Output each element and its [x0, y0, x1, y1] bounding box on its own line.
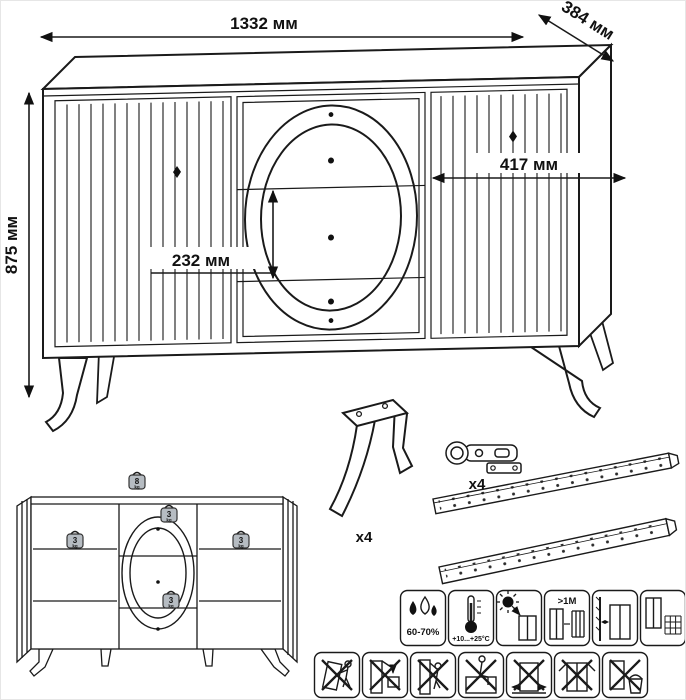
temperature-label: +10...+25°C — [452, 635, 489, 643]
side-panel — [578, 42, 612, 349]
no-wet-cleaning-icon — [601, 651, 649, 699]
leg-part-drawing: x4 — [328, 398, 414, 546]
open-view-leg — [259, 648, 290, 677]
height-dimension-label: 875 мм — [2, 216, 21, 274]
load-value: 3 — [167, 510, 172, 519]
max-load-left-shelf-icon: 3 kg — [66, 530, 84, 549]
max-load-center-upper-icon: 3 kg — [160, 504, 178, 523]
humidity-icon: 60-70% — [399, 589, 447, 647]
max-load-top-icon: 8 kg — [128, 471, 146, 490]
load-value: 3 — [73, 536, 78, 545]
hinge-plate — [486, 462, 522, 474]
humidity-label: 60-70% — [407, 627, 440, 638]
leg-quantity-label: x4 — [356, 529, 373, 546]
care-icons-row2 — [313, 651, 649, 699]
depth-dimension-arrow — [537, 14, 615, 62]
no-tilt-push-icon — [313, 651, 361, 699]
open-view-leg — [100, 648, 112, 667]
open-right-door — [282, 495, 298, 664]
width-dimension-label: 1332 мм — [230, 14, 298, 33]
open-view-leg — [29, 648, 55, 677]
front-right-leg — [527, 344, 602, 419]
heat-source-distance-icon: >1M — [543, 589, 591, 647]
dimension-annotations: 1332 мм 384 мм 875 мм 417 мм 232 мм — [2, 1, 627, 399]
load-value: 3 — [169, 596, 174, 605]
front-face-details — [43, 83, 579, 348]
open-view-leg — [202, 648, 214, 667]
drawer-slide-lower — [438, 517, 678, 585]
left-door-slats — [66, 100, 224, 343]
front-panel — [42, 75, 580, 360]
niche-width-dimension-label: 417 мм — [500, 155, 558, 174]
radiator — [571, 610, 585, 638]
left-door — [54, 96, 232, 348]
hinge-quantity-label: x4 — [469, 476, 486, 493]
mesh-grid — [664, 615, 682, 635]
load-value: 8 — [135, 477, 140, 486]
sideboard-perspective-drawing — [40, 42, 615, 433]
no-sit-on-top-icon — [457, 651, 505, 699]
depth-dimension-label: 384 мм — [558, 1, 617, 44]
back-left-leg — [96, 350, 117, 405]
care-icons-row1: 60-70% +10...+25°C — [399, 589, 685, 647]
open-view-drawing — [16, 495, 298, 677]
load-unit: kg — [134, 485, 140, 490]
load-unit: kg — [168, 604, 174, 609]
oval-moulding-outer — [244, 104, 418, 331]
no-hang-on-door-icon — [409, 651, 457, 699]
right-door — [430, 88, 568, 339]
left-door-knob — [173, 165, 181, 178]
load-unit: kg — [238, 544, 244, 549]
ventilation-grid-icon — [639, 589, 685, 647]
open-view-body — [30, 496, 284, 650]
right-door-knob — [509, 130, 517, 143]
load-unit: kg — [166, 518, 172, 523]
drawer-section — [236, 91, 426, 344]
load-unit: kg — [72, 544, 78, 549]
open-left-door — [16, 495, 32, 664]
drawer-handles — [328, 112, 334, 323]
no-drag-icon — [505, 651, 553, 699]
drawer-slide-upper — [432, 452, 680, 515]
temperature-icon: +10...+25°C — [447, 589, 495, 647]
max-load-center-lower-icon: 3 kg — [162, 590, 180, 609]
hinge-drawing: x4 — [445, 441, 522, 493]
no-load-on-open-door-icon — [361, 651, 409, 699]
oval-moulding-inner — [260, 123, 402, 312]
drawer-height-dimension-label: 232 мм — [172, 251, 230, 270]
max-load-right-shelf-icon: 3 kg — [232, 530, 250, 549]
load-value: 3 — [239, 536, 244, 545]
no-move-with-open-doors-icon — [553, 651, 601, 699]
distance-label: >1M — [558, 596, 577, 607]
wall-gap-icon — [591, 589, 639, 647]
front-left-leg — [44, 357, 89, 433]
no-direct-sunlight-icon — [495, 589, 543, 647]
load-limit-icons: 8 kg 3 kg 3 kg 3 kg 3 kg — [66, 471, 250, 609]
